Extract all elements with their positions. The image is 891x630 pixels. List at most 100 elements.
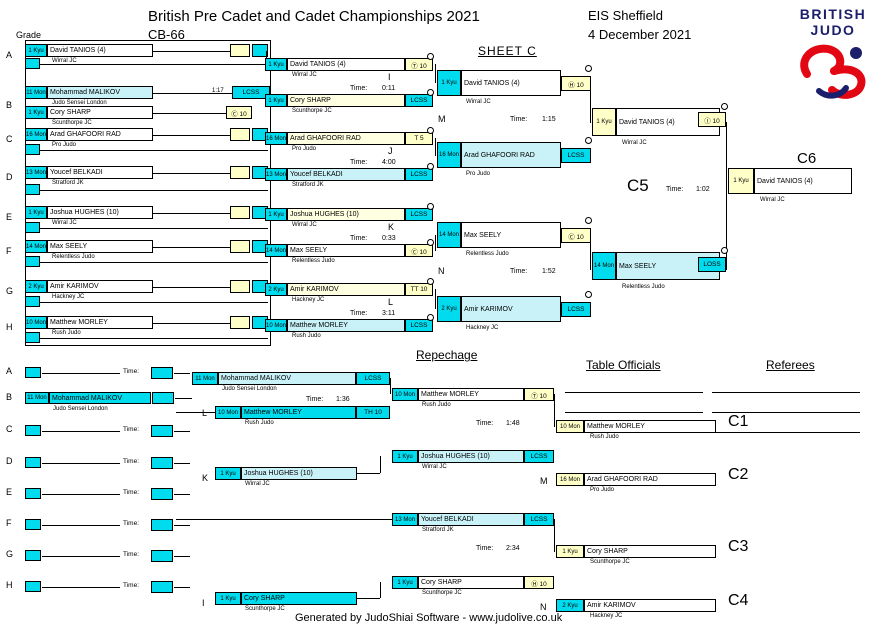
placement-label: C4 [728,592,749,609]
time-label: Time: [123,520,140,527]
winner-club: Wirral JC [760,197,785,203]
rep-slot-box [151,367,173,379]
qf-name: Matthew MORLEY [287,319,405,332]
rep-name: Mohammad MALIKOV [218,372,356,385]
bracket-line [554,394,555,427]
grade-column-label: Grade [16,30,42,40]
match-number-marker [585,217,592,224]
sf-score: LCSS [561,148,591,163]
time-label: Time: [123,458,140,465]
qf-club: Rush Judo [292,333,321,339]
match-label: L [202,408,208,418]
seed-grade: 10 Mon [25,316,47,329]
match-label: N [438,266,445,276]
qf-name: Max SEELY [287,244,405,257]
seed-grade: 11 Mon [25,86,47,99]
rep-slot-box [151,488,173,500]
match-label: I [202,598,205,608]
referees-heading: Referees [766,358,815,372]
venue: EIS Sheffield [588,8,663,23]
seed-name: Max SEELY [47,240,153,253]
bracket-line [554,519,555,552]
placement-label: C1 [728,413,749,430]
bracket-line [42,587,120,588]
time-label: Time: [350,85,368,92]
qf-name: Amir KARIMOV [287,283,405,296]
bracket-line [153,173,230,174]
placement-club: Pro Judo [590,487,615,493]
rep-name: Cory SHARP [418,576,524,589]
placement-club: Hackney JC [590,613,623,619]
placement-grade: 1 Kyu [556,545,584,558]
judo-figure-icon [800,44,866,99]
final-grade: 1 Kyu [592,108,616,136]
seed-club: Hackney JC [52,294,85,300]
qf-grade: 1 Kyu [265,94,287,107]
bracket-line [174,373,190,374]
logo-text-british: BRITISH [799,6,867,22]
match-number-marker [427,203,434,210]
bracket-line [590,235,591,270]
rep-seed-grade: 11 Mon [25,392,49,404]
bye-slot-box [25,256,40,267]
rep-name: Matthew MORLEY [241,406,356,419]
match-time: 1:48 [506,420,520,427]
match-time: 0:33 [382,235,396,242]
result-slot-box [230,240,250,253]
result-slot-box [230,166,250,179]
time-label: Time: [476,420,494,427]
qf-score: LCSS [405,319,433,332]
match-time: 3:11 [382,310,396,317]
bracket-position-d: D [6,172,13,182]
final-score: Ⓘ 10 [698,112,726,127]
rep-slot-box [151,550,173,562]
seed-name: David TANIOS (4) [47,44,153,57]
match-number-marker [721,103,728,110]
seed-club: Judo Sensei London [52,100,107,106]
bracket-line [174,494,190,495]
rep-slot-box [25,425,41,436]
bracket-line [153,323,230,324]
match-number-marker [427,278,434,285]
seed-grade: 1 Kyu [25,106,47,119]
bracket-line [153,51,230,52]
prelim-time: 1:17 [212,88,224,94]
seed-grade: 1 Kyu [25,44,47,57]
bracket-line [176,519,392,520]
qf-grade: 10 Mon [265,319,287,332]
bracket-line [40,338,268,339]
qf-score: LCSS [405,94,433,107]
rep-grade: 11 Mon [192,372,218,385]
bracket-line [357,473,380,474]
seed-grade: 14 Mon [25,240,47,253]
rep-club: Rush Judo [422,402,451,408]
match-number-marker [585,291,592,298]
rep-slot-box [25,519,41,530]
bracket-line [174,431,190,432]
placement-club: Scunthorpe JC [590,559,630,565]
match-label: L [388,297,394,307]
result-slot-box [230,280,250,293]
time-label: Time: [350,159,368,166]
rep-slot-box [25,367,41,378]
time-label: Time: [476,545,494,552]
match-label: K [388,222,395,232]
seed-name: Amir KARIMOV [47,280,153,293]
bracket-line [40,262,268,263]
sf-grade: 14 Mon [437,222,461,248]
qf-grade: 2 Kyu [265,283,287,296]
rep-club: Judo Sensei London [222,386,277,392]
rep-score: LCSS [524,450,554,463]
bye-slot-box [25,58,40,69]
rep-slot-box [151,425,173,437]
prelim-loser-score: LCSS [232,86,270,99]
qf-score: TT 10 [405,283,433,296]
table-officials-line [565,412,703,413]
rep-score: TH 10 [356,406,390,419]
bracket-line [435,138,436,156]
bracket-line [176,412,215,413]
bracket-line [153,93,232,94]
sf-name: Max SEELY [461,222,561,248]
bracket-line [726,122,727,270]
